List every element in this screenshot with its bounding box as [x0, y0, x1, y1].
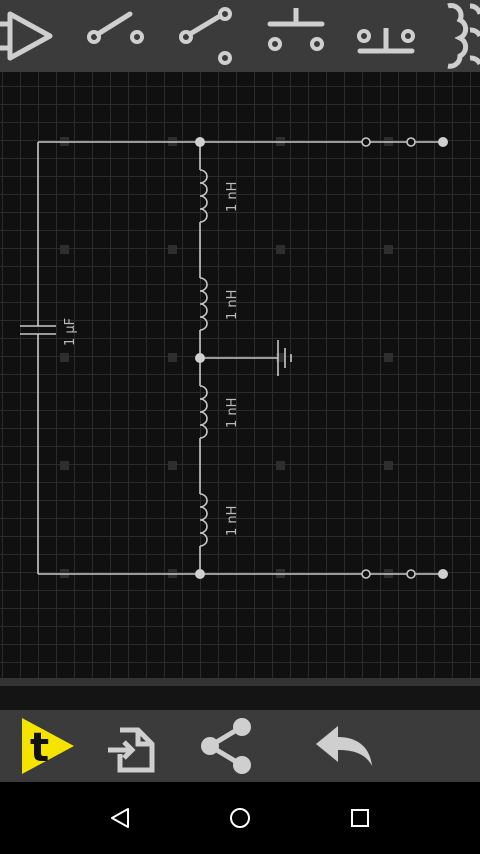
junction-node[interactable] — [195, 137, 205, 147]
inductor-label: 1 nH — [225, 290, 240, 320]
back-icon[interactable] — [108, 806, 132, 830]
inductor-1[interactable] — [199, 169, 208, 223]
terminal-node[interactable] — [438, 137, 448, 147]
amplifier-tool-icon[interactable] — [0, 0, 60, 72]
share-icon[interactable] — [196, 716, 256, 776]
circuit-canvas[interactable]: 1 µF 1 nH 1 nH 1 nH 1 nH — [0, 72, 480, 678]
inductor-label: 1 nH — [225, 398, 240, 428]
inductor-3[interactable] — [199, 385, 208, 439]
component-toolbar — [0, 0, 480, 72]
inductors — [199, 169, 208, 547]
divider — [0, 686, 480, 710]
push-button-tool-icon[interactable] — [262, 0, 334, 72]
inductor-tool-icon[interactable] — [440, 0, 480, 72]
switch-open-tool-icon[interactable] — [80, 0, 152, 72]
terminals — [361, 137, 416, 579]
nodes — [195, 137, 448, 579]
circuit-diagram: 1 µF 1 nH 1 nH 1 nH 1 nH — [20, 137, 448, 579]
terminal[interactable] — [361, 569, 371, 579]
app-logo-icon[interactable]: t — [18, 716, 78, 776]
inductor-2[interactable] — [199, 277, 208, 331]
inductor-label: 1 nH — [225, 506, 240, 536]
capacitor-label: 1 µF — [63, 318, 78, 346]
recents-icon[interactable] — [348, 806, 372, 830]
system-nav-bar — [0, 782, 480, 854]
home-icon[interactable] — [228, 806, 252, 830]
logo-letter: t — [30, 725, 49, 771]
terminal[interactable] — [361, 137, 371, 147]
inductor-label: 1 nH — [225, 182, 240, 212]
inductor-4[interactable] — [199, 493, 208, 547]
junction-node[interactable] — [195, 569, 205, 579]
terminal[interactable] — [406, 569, 416, 579]
divider — [0, 678, 480, 686]
junction-node[interactable] — [195, 353, 205, 363]
terminal[interactable] — [406, 137, 416, 147]
terminal-node[interactable] — [438, 569, 448, 579]
undo-icon[interactable] — [312, 722, 376, 772]
push-button-no-tool-icon[interactable] — [352, 0, 424, 72]
switch-spdt-tool-icon[interactable] — [172, 0, 244, 72]
import-icon[interactable] — [104, 718, 162, 776]
action-bar: t — [0, 710, 480, 782]
